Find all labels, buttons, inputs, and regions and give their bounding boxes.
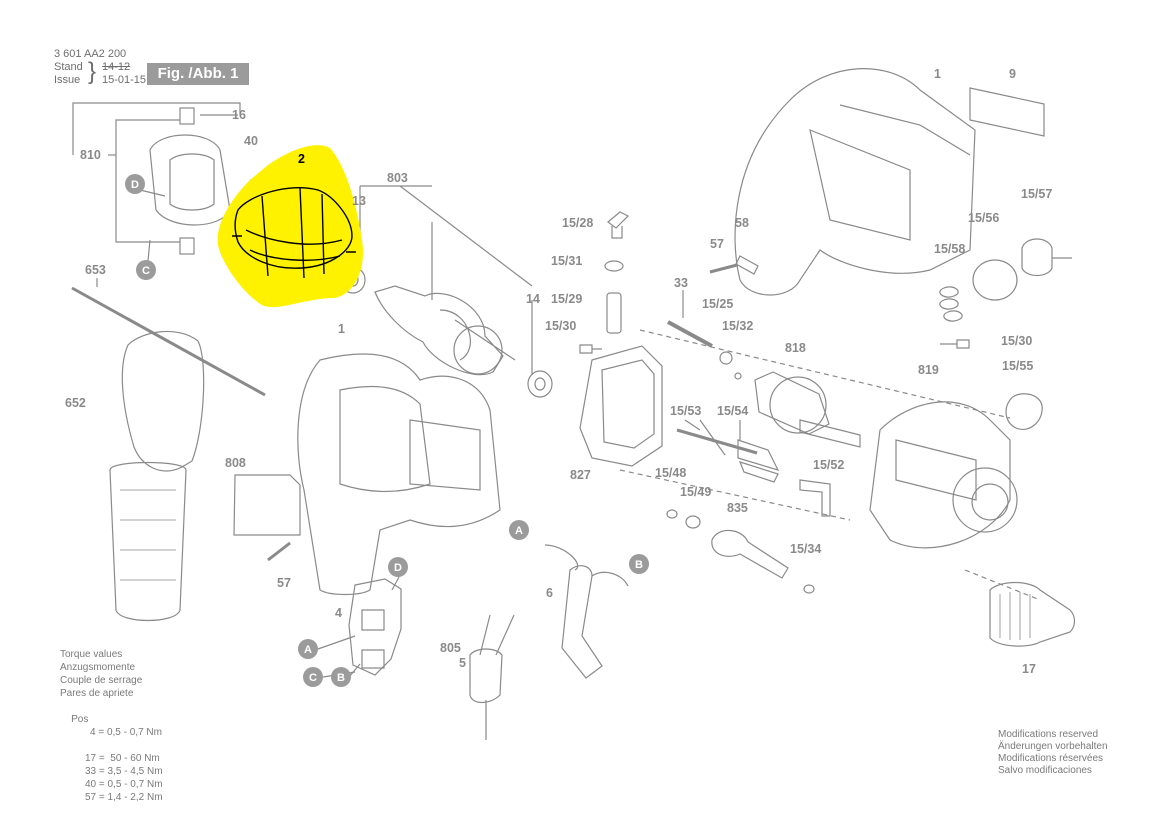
- label-57-top: 57: [710, 237, 724, 251]
- label-15-30-right: 15/30: [1001, 334, 1032, 348]
- label-810: 810: [80, 148, 101, 162]
- connector-a-wire: A: [515, 525, 523, 537]
- torque-title-de: Anzugsmomente: [60, 662, 136, 673]
- header-brace: }: [88, 58, 97, 85]
- connector-c-switch: C: [309, 672, 317, 684]
- torque-value-17: 17 = 50 - 60 Nm: [85, 753, 160, 764]
- connector-a-switch: A: [304, 644, 312, 656]
- label-827: 827: [570, 468, 591, 482]
- modifications-en: Modifications reserved: [998, 729, 1099, 740]
- label-40: 40: [244, 134, 258, 148]
- label-15-29: 15/29: [551, 292, 582, 306]
- label-15-49: 15/49: [680, 485, 711, 499]
- figure-label: Fig. /Abb. 1: [147, 63, 249, 85]
- torque-pos-label: Pos: [71, 714, 89, 725]
- label-15-56: 15/56: [968, 211, 999, 225]
- label-5: 5: [459, 656, 466, 670]
- label-16: 16: [232, 108, 246, 122]
- label-652: 652: [65, 396, 86, 410]
- stator-highlight: [217, 145, 363, 308]
- label-15-53: 15/53: [670, 404, 701, 418]
- label-33: 33: [674, 276, 688, 290]
- issue-label: Issue: [54, 74, 81, 86]
- label-13: 13: [352, 194, 366, 208]
- label-15-54: 15/54: [717, 404, 748, 418]
- label-15-25: 15/25: [702, 297, 733, 311]
- torque-value-33: 33 = 3,5 - 4,5 Nm: [85, 766, 163, 777]
- torque-values: Torque values Anzugsmomente Couple de se…: [60, 648, 163, 804]
- torque-value-40: 40 = 0,5 - 0,7 Nm: [85, 779, 163, 790]
- label-15-31: 15/31: [551, 254, 582, 268]
- modifications-fr: Modifications réservées: [998, 753, 1104, 764]
- part-number: 3 601 AA2 200: [54, 48, 127, 60]
- connector-d-bottom: D: [394, 562, 402, 574]
- connector-d-top: D: [131, 179, 139, 191]
- modifications-es: Salvo modificaciones: [998, 765, 1092, 776]
- label-15-30-left: 15/30: [545, 319, 576, 333]
- label-14: 14: [526, 292, 540, 306]
- torque-title-en: Torque values: [60, 649, 123, 660]
- label-2: 2: [298, 152, 305, 166]
- label-819: 819: [918, 363, 939, 377]
- label-17: 17: [1022, 662, 1036, 676]
- bracket-810: [72, 102, 241, 155]
- connector-b-switch: B: [337, 672, 345, 684]
- torque-title-es: Pares de apriete: [60, 688, 134, 699]
- label-9: 9: [1009, 67, 1016, 81]
- label-15-28: 15/28: [562, 216, 593, 230]
- label-4: 4: [335, 606, 342, 620]
- modifications-notice: Modifications reserved Änderungen vorbeh…: [998, 729, 1108, 777]
- label-15-48: 15/48: [655, 466, 686, 480]
- label-835: 835: [727, 501, 748, 515]
- label-15-58: 15/58: [934, 242, 965, 256]
- label-808: 808: [225, 456, 246, 470]
- label-1-mid: 1: [338, 322, 345, 336]
- label-15-34: 15/34: [790, 542, 821, 556]
- label-15-32: 15/32: [722, 319, 753, 333]
- label-805: 805: [440, 641, 461, 655]
- torque-value-4: 4 = 0,5 - 0,7 Nm: [90, 727, 162, 738]
- stand-value: 14-12: [102, 61, 131, 73]
- label-6: 6: [546, 586, 553, 600]
- issue-value: 15-01-15: [102, 74, 147, 86]
- torque-title-fr: Couple de serrage: [60, 675, 143, 686]
- label-653: 653: [85, 263, 106, 277]
- label-15-52: 15/52: [813, 458, 844, 472]
- connector-c-top: C: [142, 265, 150, 277]
- label-803: 803: [387, 171, 408, 185]
- stand-label: Stand: [54, 61, 83, 73]
- label-58: 58: [735, 216, 749, 230]
- connector-b-wire: B: [635, 559, 643, 571]
- label-15-55: 15/55: [1002, 359, 1033, 373]
- label-15-57: 15/57: [1021, 187, 1052, 201]
- modifications-de: Änderungen vorbehalten: [998, 741, 1108, 752]
- label-57-bottom: 57: [277, 576, 291, 590]
- torque-value-57: 57 = 1,4 - 2,2 Nm: [85, 792, 163, 803]
- label-818: 818: [785, 341, 806, 355]
- label-1-top: 1: [934, 67, 941, 81]
